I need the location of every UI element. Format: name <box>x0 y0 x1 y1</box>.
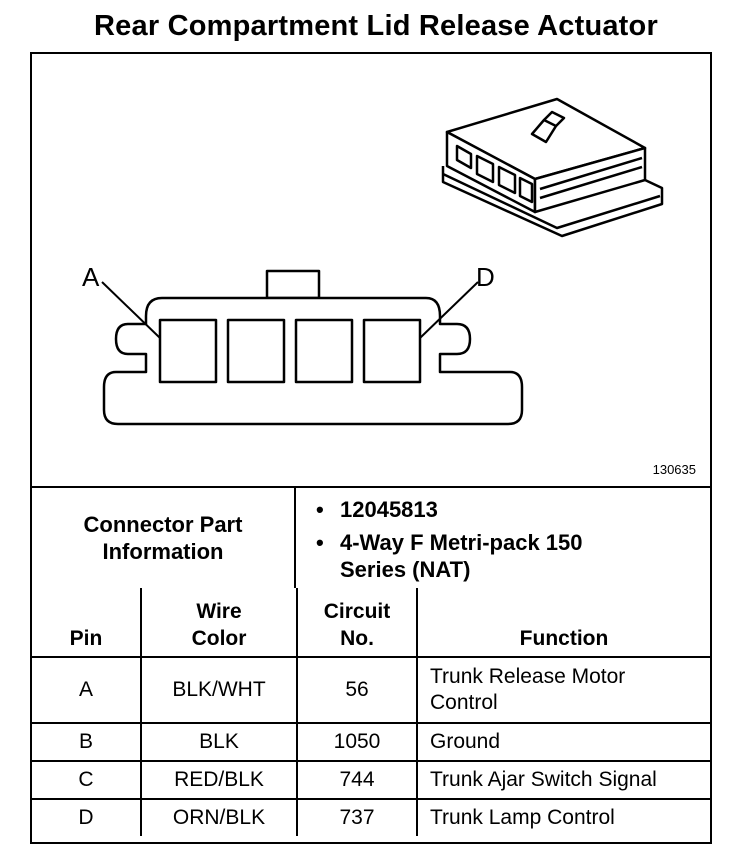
cell-circuit: 737 <box>296 798 418 836</box>
pin-label-d: D <box>476 262 495 292</box>
part-number: 12045813 <box>316 496 710 523</box>
connector-info-label: Connector Part Information <box>32 488 296 588</box>
cavity-d <box>362 318 422 384</box>
header-wire-color: Wire Color <box>140 588 298 658</box>
cavity-b <box>226 318 286 384</box>
cell-function: Ground <box>416 722 710 762</box>
cell-circuit: 744 <box>296 760 418 800</box>
header-function: Function <box>416 588 710 658</box>
cell-function: Trunk Release Motor Control <box>416 656 710 724</box>
cell-wire: BLK/WHT <box>140 656 298 724</box>
cell-pin: D <box>32 798 142 836</box>
cavity-a <box>158 318 218 384</box>
cell-pin: A <box>32 656 142 724</box>
pin-table: Pin Wire Color Circuit No. Function A BL… <box>32 588 710 836</box>
cell-function: Trunk Ajar Switch Signal <box>416 760 710 800</box>
connector-face-view <box>101 269 524 426</box>
table-row: B BLK 1050 Ground <box>32 722 710 762</box>
connector-info-values: 12045813 4-Way F Metri-pack 150 Series (… <box>296 488 710 588</box>
table-header-row: Pin Wire Color Circuit No. Function <box>32 588 710 658</box>
cavity-c <box>294 318 354 384</box>
cell-pin: B <box>32 722 142 762</box>
connector-3d-view <box>441 97 664 238</box>
cell-function: Trunk Lamp Control <box>416 798 710 836</box>
figure-number: 130635 <box>652 462 696 477</box>
cell-circuit: 1050 <box>296 722 418 762</box>
cell-pin: C <box>32 760 142 800</box>
page-title: Rear Compartment Lid Release Actuator <box>94 10 658 42</box>
cell-wire: ORN/BLK <box>140 798 298 836</box>
cell-circuit: 56 <box>296 656 418 724</box>
header-pin: Pin <box>32 588 142 658</box>
cell-wire: BLK <box>140 722 298 762</box>
connector-frame: A D 130635 Connector Part Information 12… <box>30 52 712 844</box>
table-row: A BLK/WHT 56 Trunk Release Motor Control <box>32 656 710 724</box>
table-row: D ORN/BLK 737 Trunk Lamp Control <box>32 798 710 836</box>
cell-wire: RED/BLK <box>140 760 298 800</box>
connector-diagram: A D <box>82 97 664 426</box>
table-row: C RED/BLK 744 Trunk Ajar Switch Signal <box>32 760 710 800</box>
pin-label-a: A <box>82 262 100 292</box>
connector-type: 4-Way F Metri-pack 150 Series (NAT) <box>316 529 600 583</box>
header-circuit: Circuit No. <box>296 588 418 658</box>
connector-info: Connector Part Information 12045813 4-Wa… <box>32 486 710 588</box>
